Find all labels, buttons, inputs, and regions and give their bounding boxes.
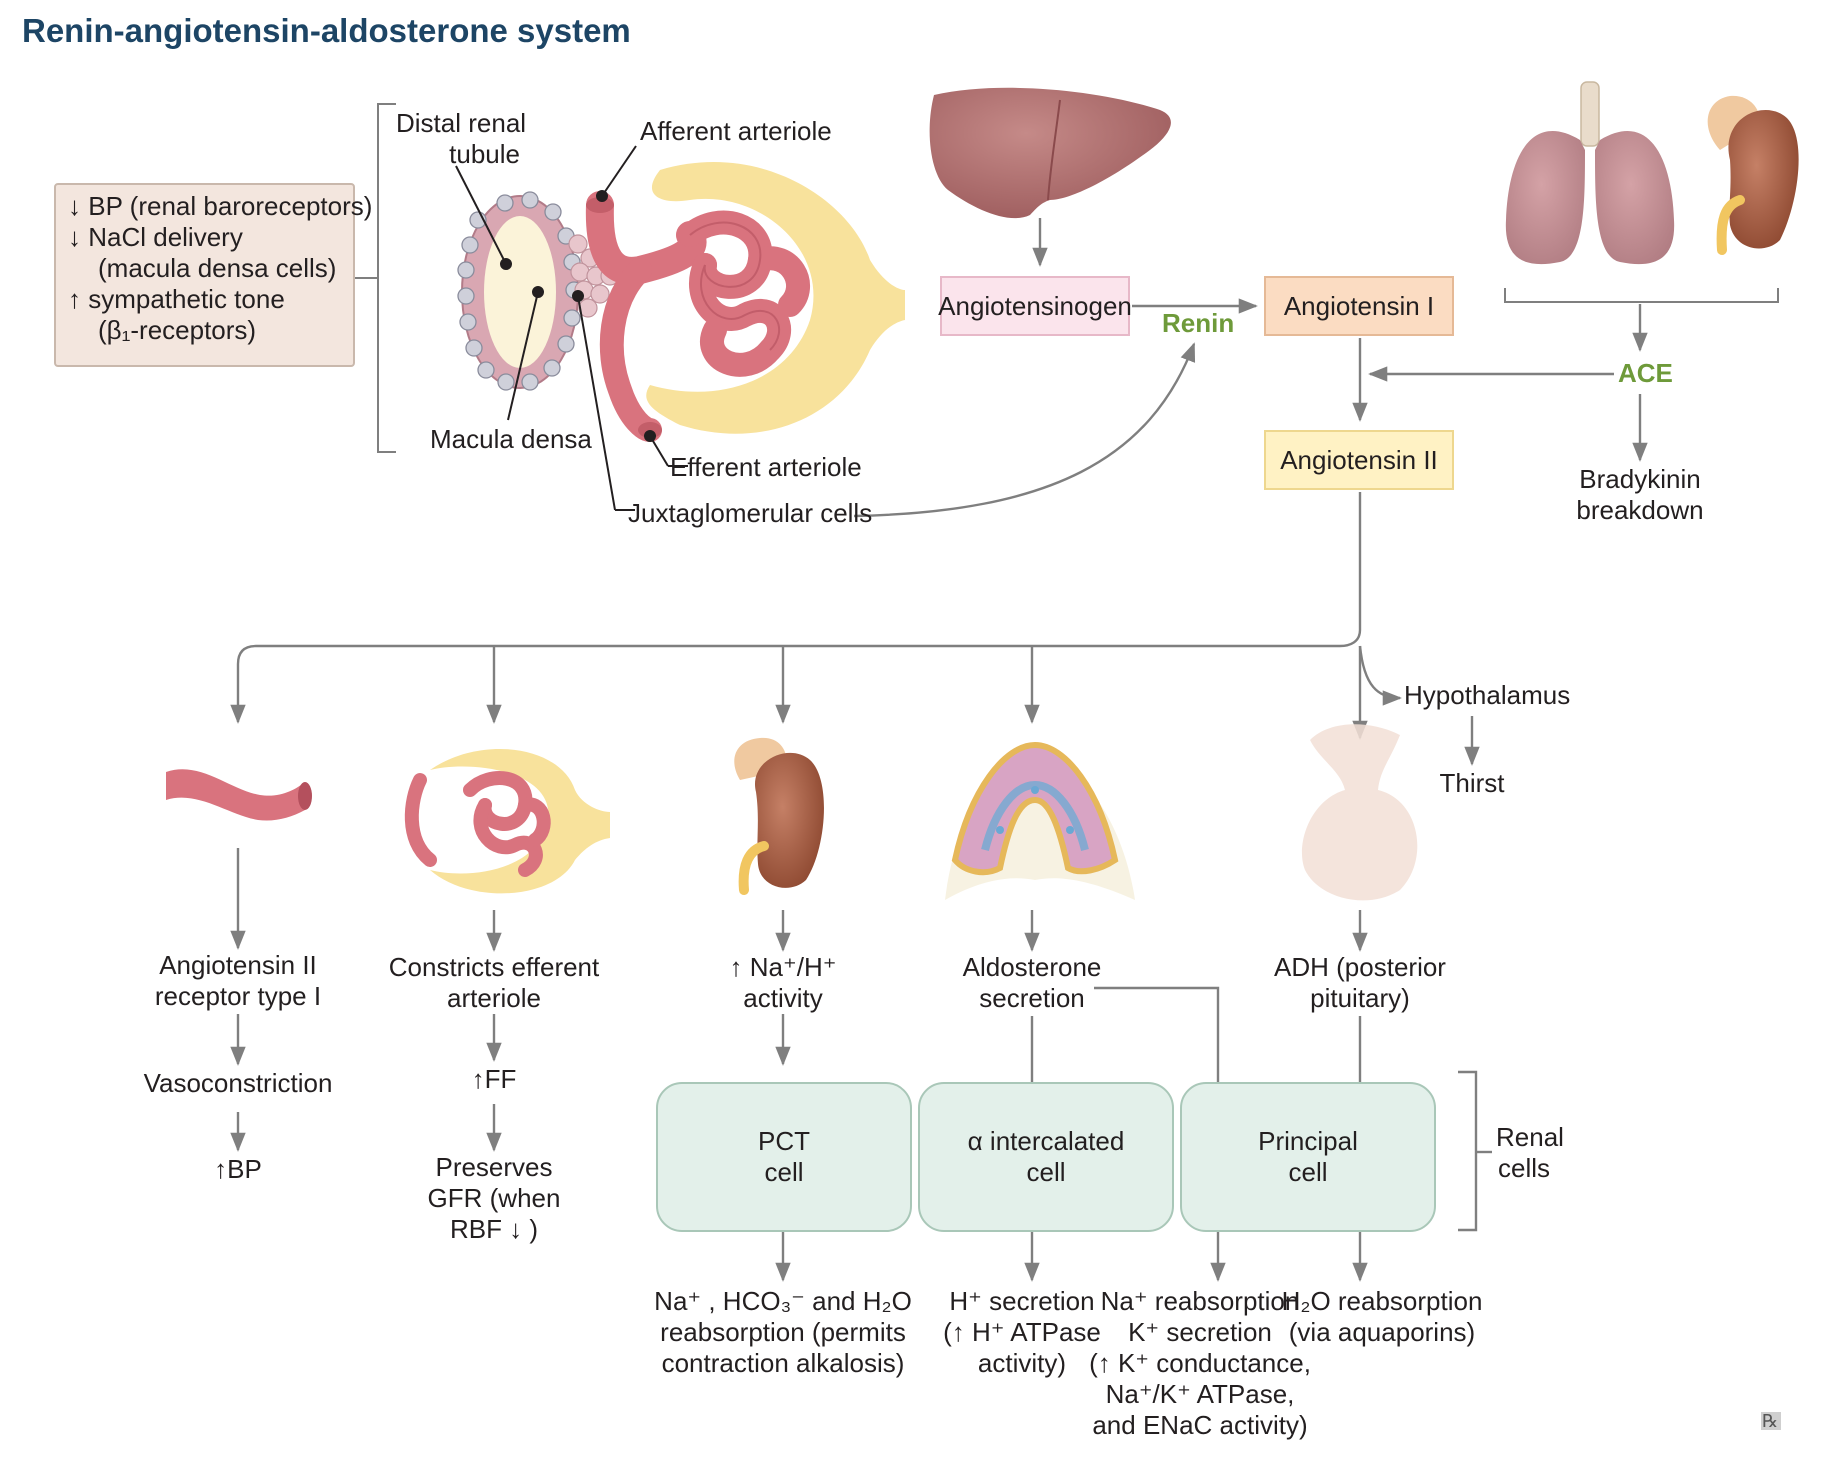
angiotensinogen-box: Angiotensinogen [938, 276, 1132, 336]
trigger-beta1: (β₁-receptors) [98, 315, 257, 345]
thirst-label: Thirst [1439, 768, 1505, 798]
preserves-gfr-label: Preserves GFR (when RBF ↓ ) [427, 1152, 561, 1244]
increased-bp-label: ↑BP [214, 1154, 262, 1184]
na-h-activity-label: ↑ Na⁺/H⁺ activity [729, 952, 837, 1013]
glomerulus-icon [404, 748, 610, 894]
alpha-outcome-label: H⁺ secretion (↑ H⁺ ATPase activity) [943, 1286, 1101, 1378]
diagram-title: Renin-angiotensin-aldosterone system [22, 12, 631, 49]
distal-renal-tubule-label: Distal renal tubule [396, 108, 527, 169]
liver-illustration [929, 87, 1171, 219]
trigger-sympathetic: ↑ sympathetic tone [68, 284, 285, 314]
juxtaglomerular-apparatus-illustration [455, 145, 905, 511]
macula-densa-label: Macula densa [430, 424, 592, 454]
adrenal-gland-icon [945, 741, 1135, 900]
bowman-capsule [646, 162, 905, 434]
trigger-bracket [355, 103, 396, 453]
water-outcome-label: H₂O reabsorption (via aquaporins) [1281, 1286, 1483, 1347]
bradykinin-breakdown-label: Bradykinin breakdown [1576, 464, 1704, 525]
pituitary-icon [1301, 724, 1418, 901]
trigger-nacl: ↓ NaCl delivery [68, 222, 243, 252]
rx-watermark-icon: ℞ [1762, 1411, 1779, 1431]
principal-outcome-label: Na⁺ reabsorption K⁺ secretion (↑ K⁺ cond… [1089, 1286, 1311, 1440]
renin-label: Renin [1162, 308, 1235, 338]
hypothalamus-label: Hypothalamus [1404, 680, 1571, 710]
juxtaglomerular-cells-label: Juxtaglomerular cells [628, 498, 873, 528]
angiotensin-i-box: Angiotensin I [1264, 276, 1454, 336]
adh-label: ADH (posterior pituitary) [1274, 952, 1446, 1013]
vessel-icon [166, 769, 305, 821]
efferent-arteriole-label: Efferent arteriole [670, 452, 862, 482]
effects-tree [230, 492, 1492, 1282]
increased-ff-label: ↑FF [471, 1064, 517, 1094]
trigger-macula-densa: (macula densa cells) [98, 253, 337, 283]
lungs-illustration [1505, 81, 1675, 265]
ace-label: ACE [1618, 358, 1673, 388]
afferent-arteriole-label: Afferent arteriole [640, 116, 832, 146]
trigger-bp: ↓ BP (renal baroreceptors) [68, 191, 373, 221]
adrenal-kidney-icon [734, 737, 824, 895]
constricts-efferent-label: Constricts efferent arteriole [388, 952, 600, 1013]
renal-cells-label: Renal cells [1496, 1122, 1564, 1183]
cascade-arrows [853, 218, 1648, 518]
lung-kidney-bracket [1504, 288, 1779, 303]
vasoconstriction-label: Vasoconstriction [143, 1068, 333, 1098]
angiotensin-receptor-label: Angiotensin II receptor type I [154, 950, 322, 1011]
angiotensin-ii-box: Angiotensin II [1264, 430, 1454, 490]
trigger-conditions-box: ↓ BP (renal baroreceptors) ↓ NaCl delive… [54, 183, 372, 367]
pct-outcome-label: Na⁺ , HCO₃⁻ and H₂O reabsorption (permit… [654, 1286, 912, 1378]
aldosterone-secretion-label: Aldosterone secretion [962, 952, 1102, 1013]
kidney-top-illustration [1707, 95, 1799, 255]
